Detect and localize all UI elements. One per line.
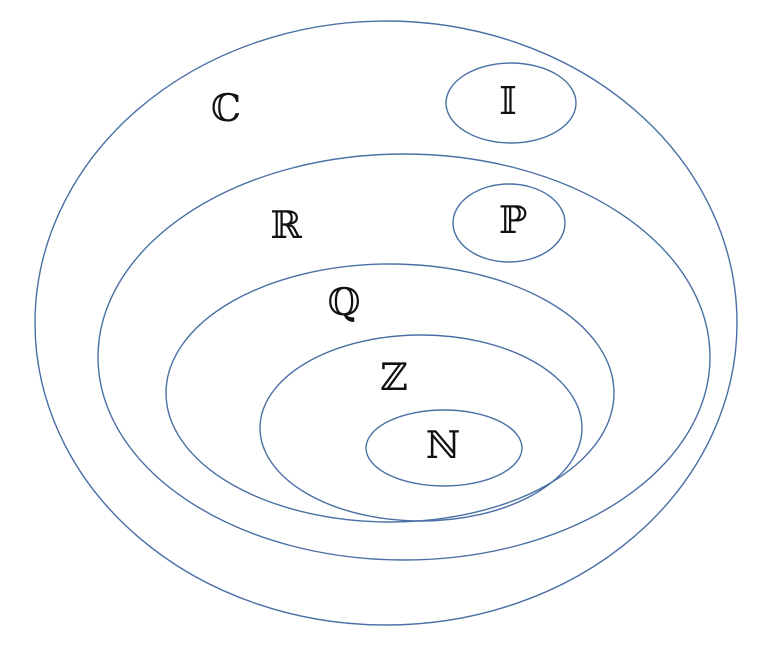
imaginary-set-label: 𝕀 <box>499 79 517 123</box>
integer-set-ellipse <box>259 334 583 522</box>
irrational-set-ellipse <box>452 183 566 263</box>
integer-set-label: ℤ <box>380 355 408 399</box>
irrational-set-label: ℙ <box>499 198 528 242</box>
rational-set-ellipse <box>165 263 615 523</box>
imaginary-set-ellipse <box>445 62 577 144</box>
real-set-label: ℝ <box>270 203 302 247</box>
natural-set-label: ℕ <box>426 423 461 467</box>
complex-set-ellipse <box>34 20 738 626</box>
real-set-ellipse <box>97 153 711 561</box>
rational-set-label: ℚ <box>327 280 360 324</box>
natural-set-ellipse <box>365 409 523 487</box>
complex-set-label: ℂ <box>211 86 241 130</box>
